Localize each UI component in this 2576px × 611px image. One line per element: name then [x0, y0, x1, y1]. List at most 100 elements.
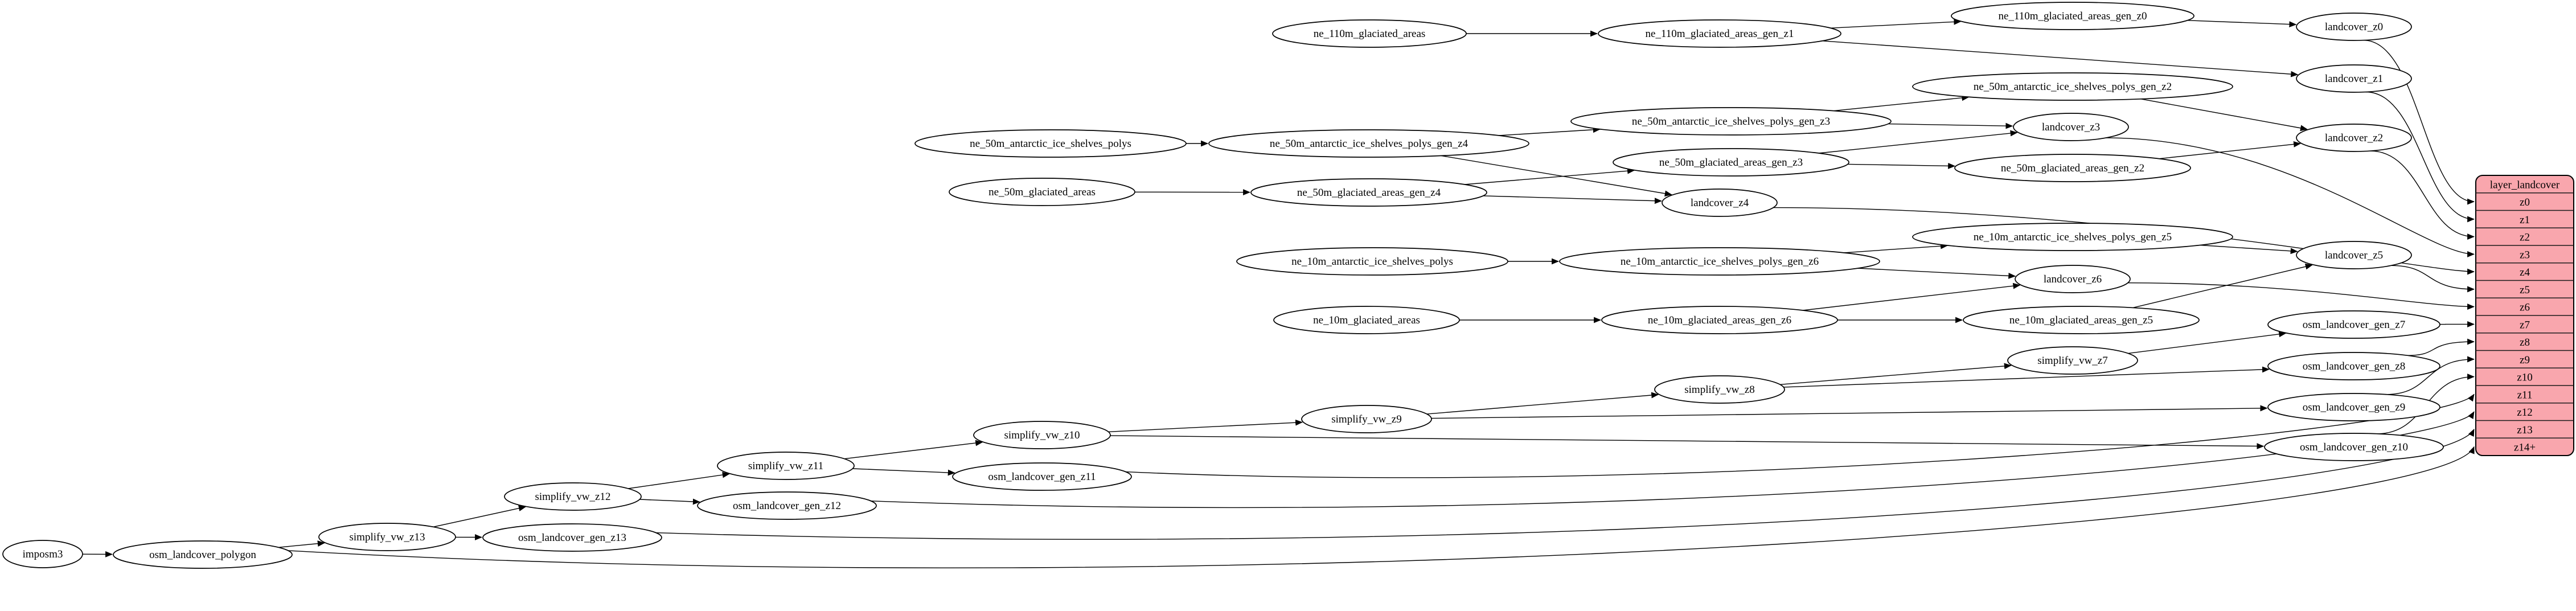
edge-simplify_vw_z8-to-simplify_vw_z7 [1780, 363, 2012, 385]
edge-path [2391, 265, 2475, 293]
edge-ne_50m_glaciated_areas_gen_z3-to-landcover_z3 [1819, 130, 2018, 154]
node-ellipse [717, 452, 855, 480]
table-row-z12: z12 [2476, 402, 2574, 419]
edge-ne_50m_antarctic_ice_shelves_polys_gen_z2-to-landcover_z2 [2140, 99, 2308, 132]
node-ne_50m_antarctic_ice_shelves_polys_gen_z2: ne_50m_antarctic_ice_shelves_polys_gen_z… [1912, 72, 2233, 101]
edge-path [1465, 167, 1635, 185]
edge-simplify_vw_z12-to-osm_landcover_gen_z12 [639, 498, 700, 505]
edge-path [1108, 419, 1303, 432]
node-label: osm_landcover_gen_z9 [2303, 401, 2405, 413]
table-row-label: z7 [2520, 319, 2530, 331]
edge-path [2365, 91, 2475, 223]
edge-landcover_z2-to-row-z2 [2370, 150, 2475, 240]
node-ne_50m_glaciated_areas_gen_z3: ne_50m_glaciated_areas_gen_z3 [1613, 148, 1849, 177]
node-ellipse [1662, 188, 1778, 217]
node-osm_landcover_gen_z11: osm_landcover_gen_z11 [952, 462, 1132, 491]
node-label: ne_10m_antarctic_ice_shelves_polys_gen_z… [1974, 231, 2172, 243]
edge-path [1847, 162, 1956, 169]
edge-path [1888, 122, 2013, 129]
node-osm_landcover_gen_z9: osm_landcover_gen_z9 [2267, 393, 2440, 421]
node-ne_10m_antarctic_ice_shelves_polys: ne_10m_antarctic_ice_shelves_polys [1236, 247, 1508, 276]
edge-simplify_vw_z10-to-simplify_vw_z9 [1108, 419, 1303, 432]
node-landcover_z6: landcover_z6 [2015, 265, 2131, 293]
edge-path [278, 540, 325, 548]
table-row-label: z9 [2520, 354, 2530, 366]
node-ellipse [1598, 19, 1841, 48]
node-ellipse [2015, 265, 2131, 293]
edge-path [1783, 366, 2270, 388]
edge-simplify_vw_z11-to-osm_landcover_gen_z11 [852, 468, 955, 476]
node-ne_50m_antarctic_ice_shelves_polys: ne_50m_antarctic_ice_shelves_polys [914, 129, 1187, 158]
node-label: landcover_z2 [2325, 132, 2383, 144]
table-row-z9: z9 [2476, 350, 2574, 366]
node-osm_landcover_gen_z10: osm_landcover_gen_z10 [2264, 433, 2444, 461]
edge-landcover_z1-to-row-z1 [2365, 91, 2475, 223]
edge-ne_110m_glaciated_areas_gen_z1-to-ne_110m_glaciated_areas_gen_z0 [1830, 18, 1962, 28]
node-label: simplify_vw_z13 [350, 531, 425, 543]
table-row-z14+: z14+ [2476, 437, 2574, 454]
node-ellipse [952, 462, 1132, 491]
edge-path [1110, 435, 2265, 449]
edge-path [871, 411, 2475, 509]
table-layer: layer_landcoverz0z1z2z3z4z5z6z7z8z9z10z1… [2475, 175, 2574, 456]
node-label: ne_10m_glaciated_areas_gen_z5 [2009, 314, 2153, 326]
edge-path [1857, 268, 2016, 279]
node-label: landcover_z4 [1691, 197, 1749, 209]
edge-ne_50m_glaciated_areas_gen_z3-to-ne_50m_glaciated_areas_gen_z2 [1847, 162, 1956, 169]
edge-simplify_vw_z9-to-osm_landcover_gen_z9 [1431, 405, 2268, 419]
node-label: simplify_vw_z9 [1331, 413, 1402, 425]
node-ellipse [1208, 129, 1529, 158]
node-ellipse [1559, 247, 1880, 276]
table-row-z2: z2 [2476, 227, 2574, 244]
node-ne_110m_glaciated_areas_gen_z1: ne_110m_glaciated_areas_gen_z1 [1598, 19, 1841, 48]
edge-path [2159, 141, 2302, 159]
node-label: osm_landcover_gen_z8 [2303, 360, 2405, 372]
edge-ne_10m_glaciated_areas_gen_z5-to-landcover_z5 [2132, 263, 2313, 309]
table-row-label: z13 [2517, 424, 2532, 436]
node-simplify_vw_z11: simplify_vw_z11 [717, 452, 855, 480]
edge-ne_50m_glaciated_areas_gen_z2-to-landcover_z2 [2159, 141, 2302, 159]
edge-ne_110m_glaciated_areas_gen_z1-to-landcover_z1 [1822, 40, 2299, 77]
edge-ne_50m_glaciated_areas_gen_z4-to-landcover_z4 [1483, 195, 1662, 204]
node-label: ne_10m_glaciated_areas_gen_z6 [1648, 314, 1791, 326]
node-ne_10m_glaciated_areas_gen_z5: ne_10m_glaciated_areas_gen_z5 [1963, 306, 2200, 334]
node-ne_50m_antarctic_ice_shelves_polys_gen_z3: ne_50m_antarctic_ice_shelves_polys_gen_z… [1570, 107, 1892, 136]
edge-path [1441, 155, 1672, 197]
node-label: simplify_vw_z10 [1004, 429, 1080, 441]
node-label: ne_50m_antarctic_ice_shelves_polys_gen_z… [1974, 81, 2172, 93]
edge-path [1844, 243, 1948, 253]
node-ellipse [504, 482, 642, 511]
node-osm_landcover_gen_z12: osm_landcover_gen_z12 [697, 491, 877, 520]
node-osm_landcover_gen_z8: osm_landcover_gen_z8 [2267, 352, 2440, 380]
node-ellipse [2296, 241, 2412, 269]
node-landcover_z5: landcover_z5 [2296, 241, 2412, 269]
table-row-label: z12 [2517, 407, 2532, 419]
edge-osm_landcover_polygon-to-simplify_vw_z13 [278, 540, 325, 548]
node-label: ne_10m_antarctic_ice_shelves_polys_gen_z… [1621, 256, 1819, 268]
edge-simplify_vw_z11-to-simplify_vw_z10 [844, 440, 983, 460]
edge-simplify_vw_z9-to-simplify_vw_z8 [1426, 392, 1659, 415]
node-ellipse [2296, 13, 2412, 41]
node-label: osm_landcover_gen_z13 [518, 532, 626, 544]
node-label: ne_50m_antarctic_ice_shelves_polys_gen_z… [1270, 138, 1469, 150]
node-label: ne_50m_glaciated_areas_gen_z3 [1659, 157, 1803, 169]
edge-path [1499, 126, 1601, 136]
node-label: landcover_z0 [2325, 21, 2383, 33]
table-row-label: z5 [2520, 284, 2530, 296]
node-ne_110m_glaciated_areas_gen_z0: ne_110m_glaciated_areas_gen_z0 [1951, 2, 2194, 30]
node-ellipse [1954, 154, 2191, 182]
node-ellipse [1601, 306, 1838, 334]
node-osm_landcover_gen_z13: osm_landcover_gen_z13 [482, 523, 662, 552]
table-row-label: z11 [2517, 389, 2533, 401]
layer-table-title: layer_landcover [2490, 179, 2560, 191]
edge-path [1819, 130, 2018, 154]
edge-path [639, 498, 700, 505]
edge-path [1426, 392, 1659, 415]
edge-path [2187, 20, 2297, 28]
edge-path [1431, 405, 2268, 419]
node-label: simplify_vw_z11 [748, 460, 823, 472]
node-label: ne_50m_glaciated_areas_gen_z4 [1297, 187, 1441, 199]
node-ellipse [973, 421, 1111, 449]
node-ellipse [1236, 247, 1508, 276]
